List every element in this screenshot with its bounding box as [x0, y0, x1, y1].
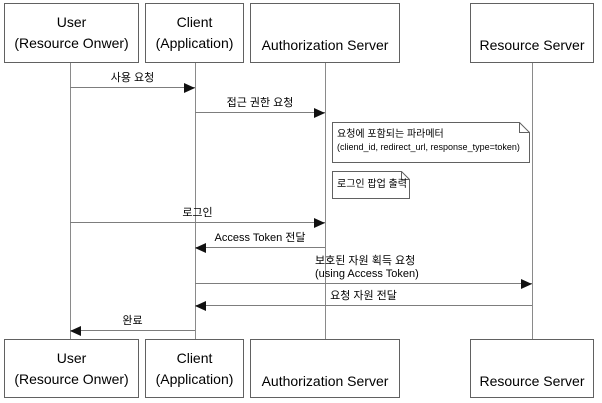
- arrow-line: [195, 305, 532, 306]
- message-label-line2: (using Access Token): [315, 268, 419, 280]
- arrow-line: [195, 112, 325, 113]
- actor-subtitle: (Resource Onwer): [14, 370, 129, 387]
- arrowhead-icon: [184, 83, 195, 93]
- message-label: 로그인: [182, 207, 213, 219]
- actor-box-client-bottom: Client (Application): [145, 339, 244, 398]
- lifeline-auth: [325, 63, 326, 340]
- actor-box-client-top: Client (Application): [145, 3, 244, 63]
- arrow-line: [70, 87, 195, 88]
- message-label: 보호된 자원 획득 요청 (using Access Token): [315, 255, 419, 281]
- actor-box-user-top: User (Resource Onwer): [4, 3, 139, 63]
- message-label: 완료: [122, 315, 143, 327]
- note-shape-icon: [332, 171, 410, 199]
- actor-subtitle: (Application): [155, 35, 234, 51]
- note-line1: 요청에 포함되는 파라메터: [337, 129, 444, 140]
- message-label: 요청 자원 전달: [330, 290, 397, 302]
- arrowhead-icon: [521, 279, 532, 289]
- actor-name: User: [56, 349, 87, 366]
- arrowhead-icon: [195, 243, 206, 253]
- arrow-line: [70, 222, 325, 223]
- note-line1: 로그인 팝업 출력: [337, 179, 407, 190]
- actor-name: Resource Server: [479, 37, 585, 53]
- actor-name: Resource Server: [479, 373, 585, 389]
- actor-box-resource-bottom: Resource Server: [470, 339, 594, 398]
- actor-name: User: [56, 14, 87, 30]
- arrow-line: [195, 247, 325, 248]
- note-request-parameters: 요청에 포함되는 파라메터 (cliend_id, redirect_url, …: [332, 122, 530, 163]
- message-label: 사용 요청: [110, 72, 155, 84]
- arrow-line: [70, 330, 195, 331]
- lifeline-client: [195, 63, 196, 340]
- message-label: 접근 권한 요청: [226, 97, 294, 109]
- actor-subtitle: (Resource Onwer): [14, 35, 129, 51]
- actor-name: Authorization Server: [261, 37, 389, 53]
- arrowhead-icon: [70, 326, 81, 336]
- actor-name: Client: [176, 14, 213, 30]
- arrowhead-icon: [314, 108, 325, 118]
- arrowhead-icon: [314, 218, 325, 228]
- actor-box-auth-top: Authorization Server: [250, 3, 400, 63]
- actor-box-auth-bottom: Authorization Server: [250, 339, 400, 398]
- actor-name: Client: [176, 349, 213, 366]
- actor-box-user-bottom: User (Resource Onwer): [4, 339, 139, 398]
- message-label: Access Token 전달: [214, 232, 306, 244]
- actor-subtitle: (Application): [155, 370, 234, 387]
- actor-box-resource-top: Resource Server: [470, 3, 594, 63]
- note-line2: (cliend_id, redirect_url, response_type=…: [337, 142, 520, 152]
- lifeline-user: [70, 63, 71, 340]
- lifeline-resource: [532, 63, 533, 340]
- note-text: 요청에 포함되는 파라메터 (cliend_id, redirect_url, …: [332, 122, 530, 163]
- note-login-popup: 로그인 팝업 출력: [332, 171, 410, 199]
- actor-name: Authorization Server: [261, 373, 389, 389]
- arrowhead-icon: [195, 301, 206, 311]
- message-label-line1: 보호된 자원 획득 요청: [315, 255, 416, 267]
- arrow-line: [195, 283, 532, 284]
- note-text: 로그인 팝업 출력: [332, 171, 410, 199]
- note-shape-icon: [332, 122, 530, 163]
